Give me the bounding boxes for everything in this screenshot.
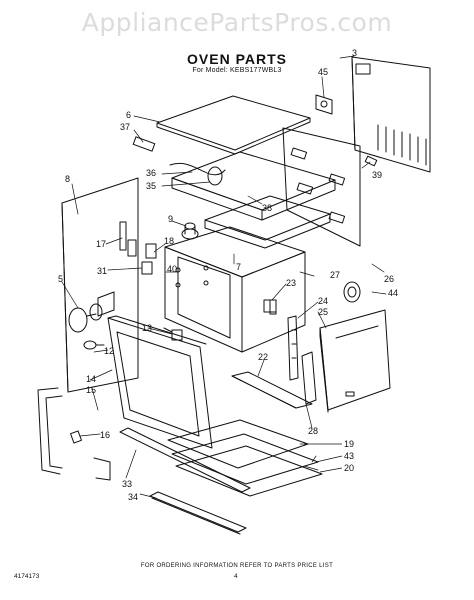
callout-40: 40 bbox=[167, 264, 177, 274]
ring-part bbox=[343, 281, 361, 303]
callout-19: 19 bbox=[344, 439, 354, 449]
callout-33: 33 bbox=[122, 479, 132, 489]
door-gasket bbox=[37, 387, 111, 481]
callout-44: 44 bbox=[388, 288, 398, 298]
callout-38: 38 bbox=[262, 203, 272, 213]
callout-28: 28 bbox=[308, 426, 318, 436]
watermark: AppliancePartsPros.com bbox=[81, 8, 393, 37]
callout-17: 17 bbox=[96, 239, 106, 249]
callout-12: 12 bbox=[104, 346, 114, 356]
callout-23: 23 bbox=[286, 278, 296, 288]
callout-labels: 3 45 6 37 36 35 39 8 38 9 18 17 31 40 7 … bbox=[58, 48, 398, 502]
callout-5: 5 bbox=[58, 274, 63, 284]
callout-31: 31 bbox=[97, 266, 107, 276]
rack-support bbox=[231, 371, 313, 409]
callout-20: 20 bbox=[344, 463, 354, 473]
rear-panel bbox=[351, 56, 431, 173]
screw-39 bbox=[364, 155, 378, 167]
callout-37: 37 bbox=[120, 122, 130, 132]
callout-34: 34 bbox=[128, 492, 138, 502]
ordering-note: FOR ORDERING INFORMATION REFER TO PARTS … bbox=[140, 563, 334, 569]
top-cover-panel bbox=[156, 95, 311, 155]
page-title: OVEN PARTS bbox=[187, 51, 287, 67]
callout-7: 7 bbox=[236, 262, 241, 272]
callout-39: 39 bbox=[372, 170, 382, 180]
callout-18: 18 bbox=[164, 236, 174, 246]
callout-6: 6 bbox=[126, 110, 131, 120]
callout-14: 14 bbox=[86, 374, 96, 384]
callout-13: 13 bbox=[142, 323, 152, 333]
wiring-harness bbox=[132, 136, 226, 186]
callout-26: 26 bbox=[384, 274, 394, 284]
model-label: For Model: KEBS177WBL3 bbox=[192, 67, 282, 74]
right-leader-lines bbox=[304, 443, 343, 473]
callout-24: 24 bbox=[318, 296, 328, 306]
callout-15: 15 bbox=[86, 385, 96, 395]
callout-3: 3 bbox=[352, 48, 357, 58]
callout-43: 43 bbox=[344, 451, 354, 461]
left-side-panel bbox=[61, 177, 139, 393]
bottom-panel bbox=[167, 419, 323, 497]
bracket-45 bbox=[315, 94, 333, 115]
inner-door bbox=[319, 309, 391, 413]
callout-25: 25 bbox=[318, 307, 328, 317]
leader-lines bbox=[61, 55, 387, 499]
callout-27: 27 bbox=[330, 270, 340, 280]
document-number: 4174173 bbox=[14, 573, 40, 580]
door-frame bbox=[107, 315, 213, 449]
door-hinge bbox=[269, 299, 317, 405]
bulb bbox=[83, 340, 105, 350]
fan-motor bbox=[68, 291, 115, 333]
upper-frame bbox=[171, 151, 336, 249]
oven-cavity bbox=[164, 226, 306, 353]
callout-16: 16 bbox=[100, 430, 110, 440]
callout-9: 9 bbox=[168, 214, 173, 224]
callout-22: 22 bbox=[258, 352, 268, 362]
callout-45: 45 bbox=[318, 67, 328, 77]
callout-35: 35 bbox=[146, 181, 156, 191]
callout-36: 36 bbox=[146, 168, 156, 178]
drawer-trim bbox=[119, 427, 251, 535]
latch-13 bbox=[163, 327, 183, 341]
page-number: 4 bbox=[234, 573, 238, 580]
callout-8: 8 bbox=[65, 174, 70, 184]
